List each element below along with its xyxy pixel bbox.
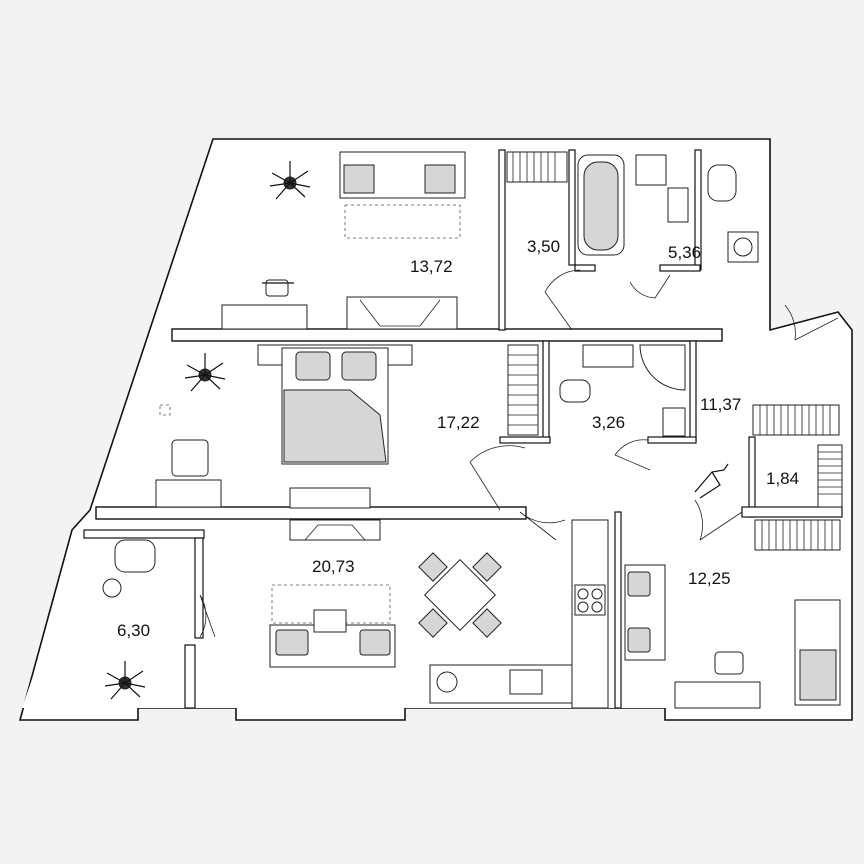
shower-room-furniture — [559, 344, 686, 437]
area-label-hall: 11,37 — [700, 395, 741, 414]
wardrobe-icon — [507, 344, 539, 436]
hall-furniture — [694, 404, 843, 508]
bathroom-furniture — [577, 154, 759, 263]
area-label-balcony: 6,30 — [117, 621, 150, 640]
area-label-bedroom-south: 12,25 — [688, 569, 731, 588]
pot-icon — [262, 279, 294, 297]
area-label-bathroom: 5,36 — [668, 243, 701, 262]
area-label-wardrobe-north: 3,50 — [527, 237, 560, 256]
doors — [199, 269, 839, 638]
bedroom-south-furniture — [624, 519, 841, 709]
area-label-bedroom-north: 13,72 — [410, 257, 453, 276]
area-label-bedroom-master: 17,22 — [437, 413, 480, 432]
bedroom-master-furniture — [155, 344, 539, 509]
plant-icon — [104, 661, 146, 700]
cat-icon — [694, 463, 729, 499]
table-icon — [418, 552, 502, 638]
room-labels: 13,72 3,50 5,36 17,22 3,26 11,37 1,84 20… — [117, 237, 799, 640]
area-label-storage: 1,84 — [766, 469, 799, 488]
area-label-living-kitchen: 20,73 — [312, 557, 355, 576]
plant-icon — [269, 161, 311, 200]
plant-icon — [184, 353, 226, 392]
area-label-shower-room: 3,26 — [592, 413, 625, 432]
balcony-furniture — [102, 539, 156, 700]
wardrobe-north-furniture — [506, 151, 568, 183]
bedroom-north-furniture — [221, 151, 466, 330]
interior-walls — [83, 149, 843, 709]
living-kitchen-furniture — [269, 519, 609, 709]
